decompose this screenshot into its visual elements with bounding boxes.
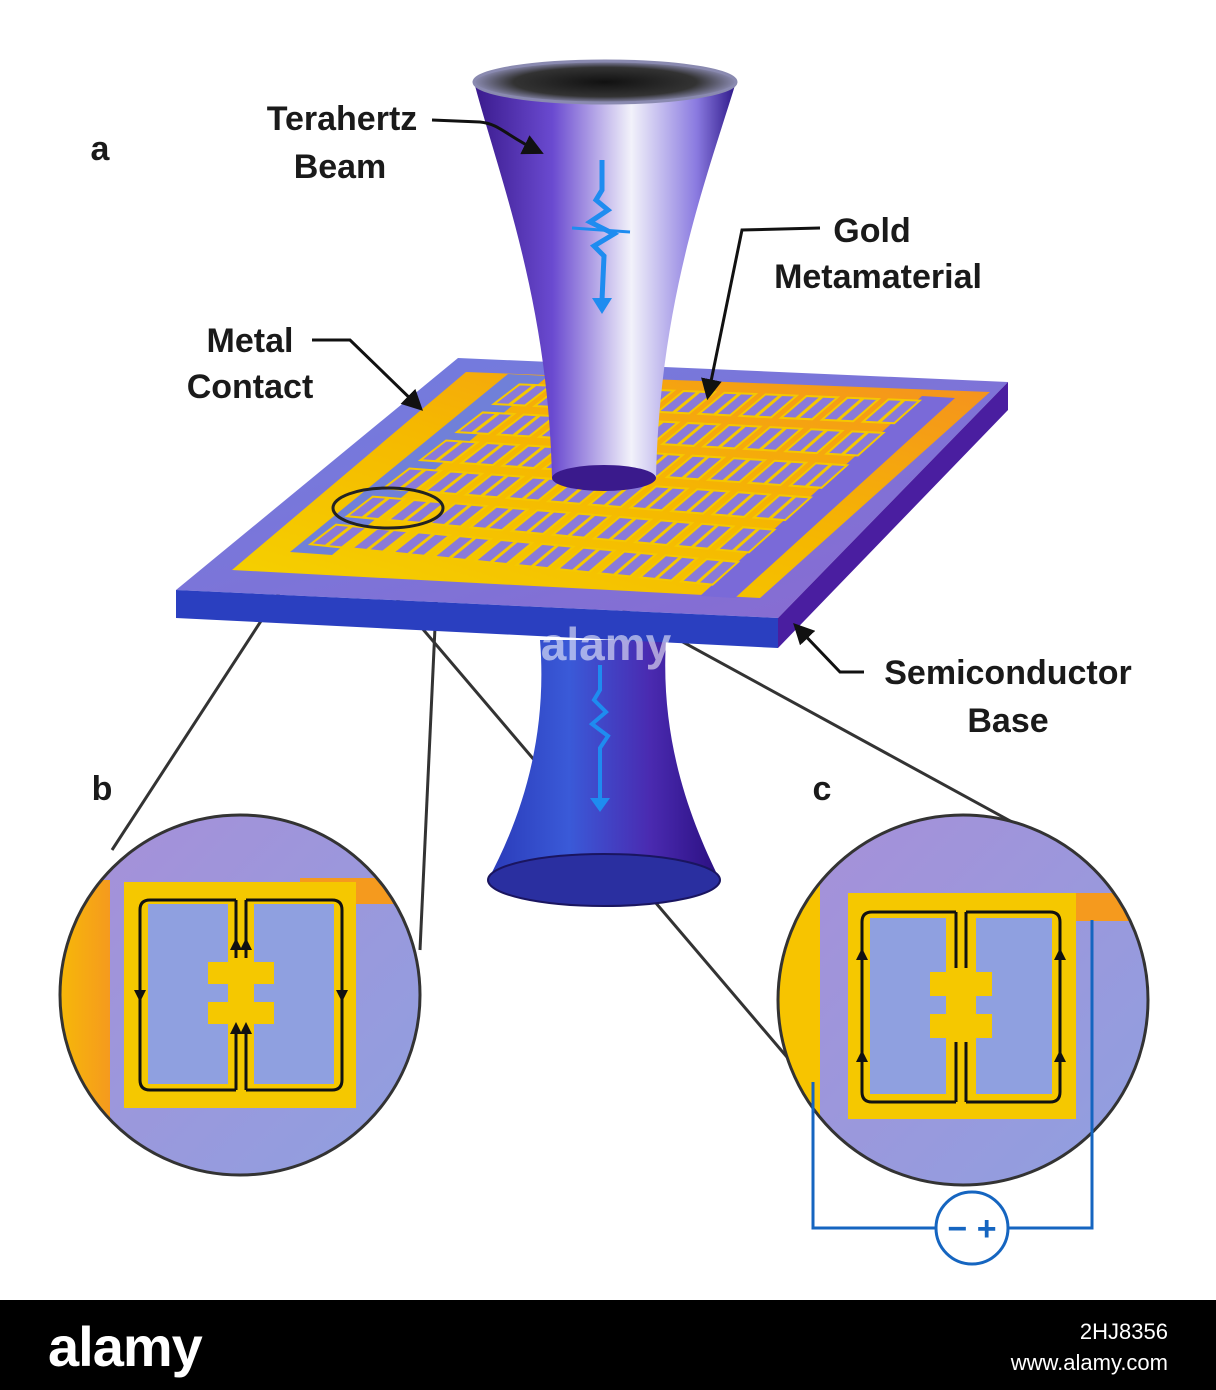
terahertz-label-line2: Beam [294,148,387,186]
metamaterial-cell-gap [672,390,700,414]
metamaterial-cell-gap [521,477,550,501]
voltage-source-icon [934,1190,1010,1266]
metamaterial-cell-gap [754,393,783,418]
metamaterial-cell-gap [512,414,541,437]
metamaterial-cell-gap [686,489,714,514]
metamaterial-cell-gap [572,547,600,572]
stock-footer-bar: alamy 2HJ8356 www.alamy.com [0,1300,1216,1390]
metamaterial-cell-gap [718,424,746,449]
metamaterial-cell-gap [448,536,477,560]
beam-lower [487,640,721,907]
metamaterial-cell-gap [800,428,828,454]
metamaterial-cell-gap [608,517,637,542]
panel-label-a: a [91,130,111,168]
metamaterial-cell-gap [567,513,596,538]
metamaterial-cell-gap [722,458,751,483]
metamaterial-cell-gap [691,523,719,549]
metamaterial-diagram: Terahertz Beam Gold Metamaterial Metal C… [58,59,1150,1266]
semi-label-line2: Base [967,702,1048,740]
beam-upper [472,59,738,491]
metamaterial-cell-gap [795,395,824,420]
metamaterial-cell-gap [759,426,787,451]
metamaterial-cell-gap [361,496,390,519]
metamaterial-cell-gap [435,440,463,463]
metal-label-line2: Contact [187,368,314,406]
metamaterial-cell-gap [763,460,792,486]
label-terahertz-beam: Terahertz Beam [267,100,544,186]
footer-logo: alamy [48,1315,203,1378]
label-metal-contact: Metal Contact [187,322,424,411]
metamaterial-cell-gap [877,398,906,424]
metamaterial-cell-gap [366,528,394,552]
metamaterial-cell-gap [517,445,545,469]
metamaterial-cell-gap [804,463,833,488]
metamaterial-cell-gap [476,442,504,466]
footer-image-id: 2HJ8356 [1079,1319,1168,1344]
panel-label-b: b [92,770,113,808]
metamaterial-cell-gap [613,551,641,576]
metamaterial-cell-gap [681,455,710,480]
metamaterial-cell-gap [727,492,755,517]
metamaterial-cell-gap [526,510,554,534]
metamaterial-cell-gap [768,495,796,520]
metamaterial-cell-gap [841,431,869,456]
metamaterial-cell-gap [654,555,683,581]
metal-label-line1: Metal [207,322,294,360]
metamaterial-cell-gap [444,503,472,527]
footer-site-link[interactable]: www.alamy.com [1010,1350,1168,1375]
metamaterial-cell-gap [508,383,536,406]
metamaterial-cell-gap [695,559,724,585]
metamaterial-cell-gap [732,527,760,553]
metamaterial-cell-gap [836,397,865,422]
label-gold-metamaterial: Gold Metamaterial [701,212,982,401]
zoom-panel-b [58,813,422,1177]
metamaterial-cell-gap [485,506,513,530]
metamaterial-cell-gap [677,422,705,447]
watermark-text: alamy [541,618,672,670]
metamaterial-cell-gap [439,471,468,494]
metamaterial-cell-gap [713,392,741,416]
voltage-polarity-label: − + [947,1210,996,1248]
gold-label-line1: Gold [833,212,910,250]
metamaterial-cell-gap [402,500,431,523]
metamaterial-cell-gap [325,524,353,548]
metamaterial-cell-gap [489,540,518,564]
terahertz-label-line1: Terahertz [267,100,418,138]
zoom-panel-c: − + [776,813,1150,1266]
metamaterial-cell-gap [480,474,509,498]
metamaterial-cell-gap [649,520,678,545]
metamaterial-cell-gap [471,412,500,435]
label-semiconductor-base: Semiconductor Base [793,622,1132,740]
metamaterial-cell-gap [531,544,559,568]
panel-label-c: c [813,770,832,808]
metamaterial-cell-gap [645,486,673,511]
semi-label-line1: Semiconductor [884,654,1131,692]
metamaterial-cell-gap [407,532,436,556]
zoom-selection-ellipse [331,486,445,530]
metamaterial-cell-gap [398,468,426,491]
gold-label-line2: Metamaterial [774,258,982,296]
